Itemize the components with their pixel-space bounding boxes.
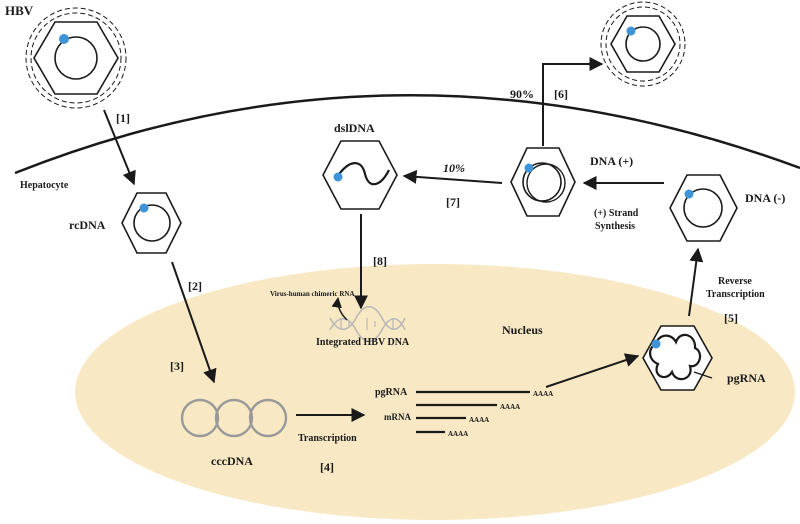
arrow-reverse-transcription	[688, 247, 704, 317]
hbv-virion-released-icon	[600, 1, 686, 87]
hbv-label: HBV	[5, 3, 34, 18]
arrow-to-nucleus	[171, 261, 217, 384]
rcdna-capsid-icon	[121, 192, 182, 254]
arrow-pgrna-export	[545, 353, 640, 388]
dna-minus-label: DNA (-)	[745, 191, 785, 205]
dna-minus-capsid-icon	[669, 174, 738, 242]
plus-strand-synthesis-label: Synthesis	[595, 221, 635, 232]
cccdna-label: cccDNA	[211, 454, 253, 468]
hbv-virion-icon	[25, 7, 127, 109]
rna-transcripts	[416, 390, 530, 434]
flow-arrows	[103, 57, 704, 422]
chimeric-rna-label: Virus-human chimeric RNA	[270, 290, 355, 298]
step-1-label: [1]	[116, 111, 130, 125]
step-4-label: [4]	[320, 460, 334, 474]
polya-tail-2: AAAA	[500, 403, 520, 411]
arrow-to-dsldna	[402, 169, 503, 184]
dsldna-capsid-icon	[322, 140, 398, 210]
nucleus-label: Nucleus	[502, 323, 543, 337]
pgrna-capsid-icon	[642, 325, 713, 391]
step-3-label: [3]	[170, 359, 184, 373]
polya-tail-3: AAAA	[469, 416, 489, 424]
pgrna-capsid-label: pgRNA	[727, 371, 766, 385]
pct-10-label: 10%	[443, 161, 465, 175]
step-2-label: [2]	[188, 279, 202, 293]
step-6-label: [6]	[554, 87, 568, 101]
arrow-chimeric	[331, 296, 348, 321]
reverse-transcription-label: Transcription	[706, 289, 765, 300]
dna-plus-capsid-icon	[510, 147, 576, 217]
mrna-label: mRNA	[384, 412, 411, 422]
plus-strand-label: (+) Strand	[594, 208, 639, 219]
step-5-label: [5]	[724, 311, 738, 325]
arrow-release	[542, 57, 604, 146]
reverse-label: Reverse	[718, 276, 752, 287]
pct-90-label: 90%	[510, 87, 534, 101]
pgrna-label: pgRNA	[375, 387, 408, 398]
polya-tail-1: AAAA	[533, 390, 553, 398]
dna-helix-icon	[329, 306, 406, 342]
transcription-label: Transcription	[298, 433, 357, 444]
arrow-entry	[103, 109, 136, 186]
integrated-dna-label: Integrated HBV DNA	[316, 337, 410, 348]
polya-tail-4: AAAA	[448, 430, 468, 438]
dna-plus-label: DNA (+)	[590, 154, 633, 168]
cccdna-rings-icon	[180, 398, 288, 438]
dsldna-label: dslDNA	[334, 121, 375, 135]
step-8-label: [8]	[373, 254, 387, 268]
hepatocyte-label: Hepatocyte	[20, 180, 69, 191]
step-7-label: [7]	[446, 195, 460, 209]
rcdna-label: rcDNA	[69, 218, 106, 232]
hepatocyte-membrane	[14, 94, 800, 175]
